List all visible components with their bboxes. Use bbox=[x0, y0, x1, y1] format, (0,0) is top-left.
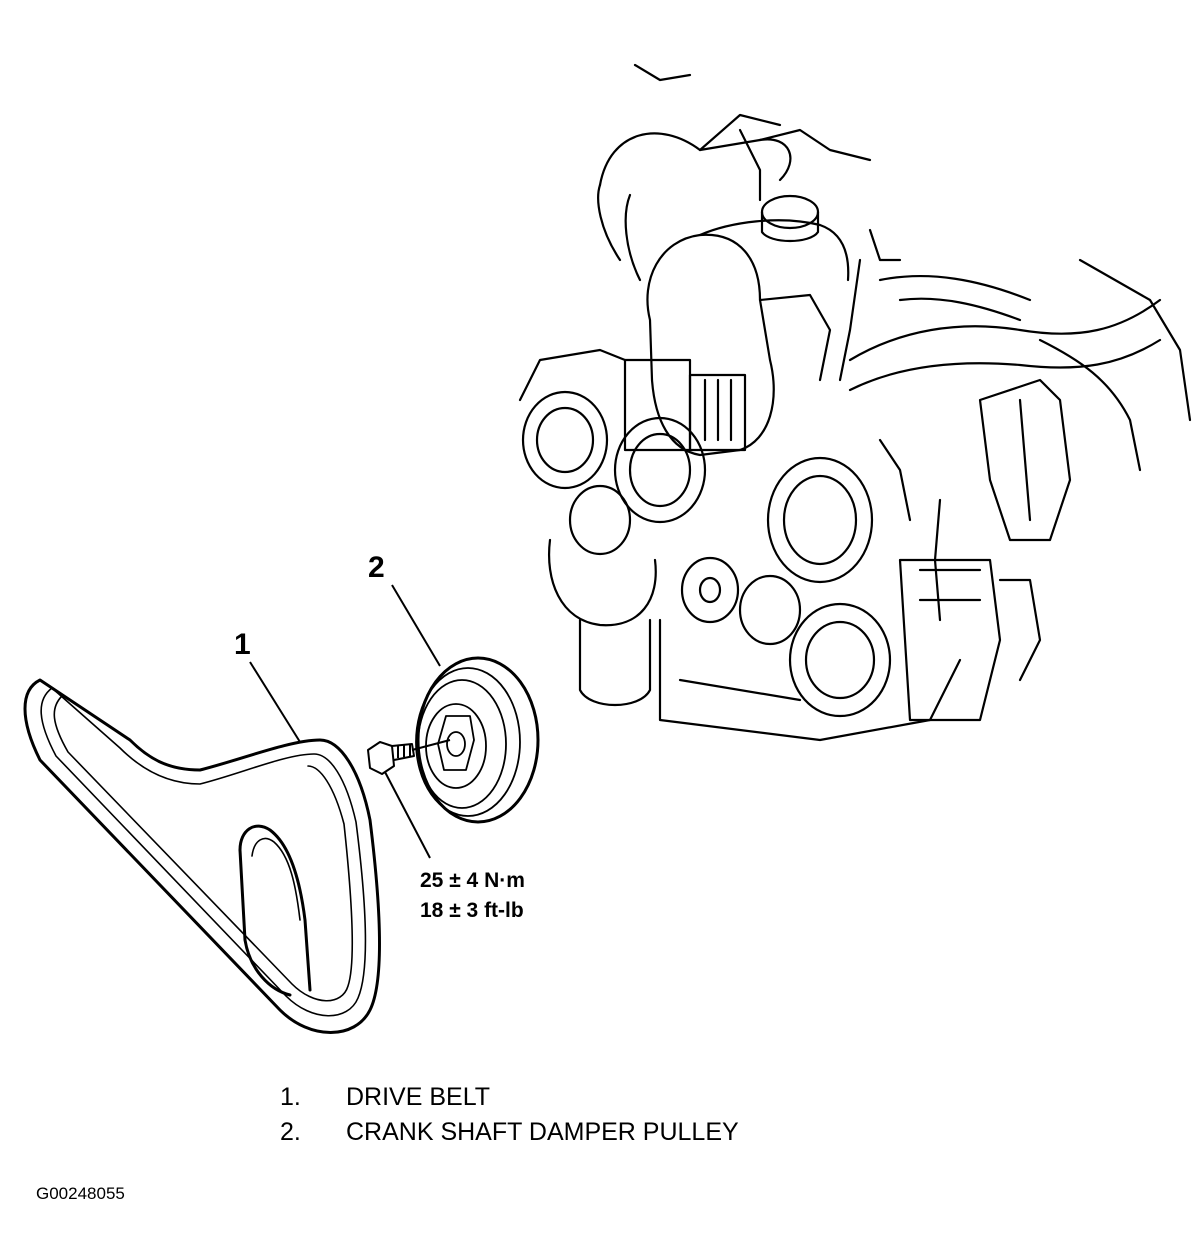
legend-item: 1. DRIVE BELT bbox=[280, 1080, 739, 1115]
torque-metric: 25 ± 4 N·m bbox=[420, 869, 525, 892]
pulley-callout-number: 2 bbox=[368, 551, 385, 584]
legend-item-label: CRANK SHAFT DAMPER PULLEY bbox=[346, 1118, 739, 1146]
pulley-leader-line bbox=[391, 584, 441, 667]
crank-shaft-damper-pulley bbox=[415, 656, 540, 824]
legend-item-label: DRIVE BELT bbox=[346, 1083, 491, 1111]
pulley-bolt bbox=[367, 741, 415, 775]
legend-item-number: 1. bbox=[280, 1083, 301, 1111]
engine-assembly-illustration bbox=[518, 63, 1192, 742]
belt-callout-number: 1 bbox=[234, 628, 251, 661]
parts-legend: 1. DRIVE BELT 2. CRANK SHAFT DAMPER PULL… bbox=[280, 1080, 739, 1150]
drive-belt bbox=[23, 678, 381, 1034]
bolt-axis-line bbox=[411, 739, 451, 751]
torque-specification: 25 ± 4 N·m 18 ± 3 ft-lb bbox=[420, 866, 525, 926]
figure-id: G00248055 bbox=[36, 1184, 125, 1203]
legend-item-number: 2. bbox=[280, 1118, 301, 1146]
legend-item: 2. CRANK SHAFT DAMPER PULLEY bbox=[280, 1115, 739, 1150]
bolt-leader-line bbox=[384, 771, 431, 859]
leader-lines bbox=[249, 584, 451, 859]
torque-imperial: 18 ± 3 ft-lb bbox=[420, 899, 524, 922]
belt-leader-line bbox=[249, 661, 301, 743]
